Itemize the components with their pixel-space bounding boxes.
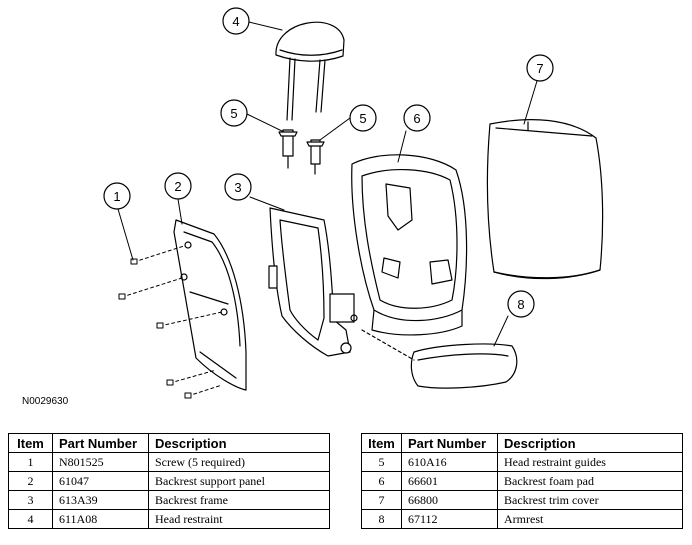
callout-label-3: 3 <box>234 180 241 195</box>
callout-label-6: 6 <box>413 111 420 126</box>
cell-description: Backrest trim cover <box>497 490 683 510</box>
table-row: 3 613A39 Backrest frame <box>8 490 330 510</box>
cell-part-number: 61047 <box>52 471 149 491</box>
header-item: Item <box>361 433 402 453</box>
table-row: 6 66601 Backrest foam pad <box>361 471 683 491</box>
cell-item: 7 <box>361 490 402 510</box>
callout-circles <box>103 7 554 318</box>
head-restraint-guides-part <box>278 129 325 175</box>
backrest-support-panel-part <box>173 219 247 391</box>
table-row: 8 67112 Armrest <box>361 509 683 529</box>
exploded-view-diagram: 4 5 5 6 7 1 2 3 8 <box>103 7 604 399</box>
head-restraint-part <box>275 21 345 121</box>
callout-label-4: 4 <box>232 14 239 29</box>
callout-circle-5b <box>349 104 377 132</box>
callout-circle-3 <box>224 173 252 201</box>
callout-circle-6 <box>403 104 431 132</box>
callout-label-7: 7 <box>536 61 543 76</box>
callout-label-8: 8 <box>517 297 524 312</box>
cell-item: 6 <box>361 471 402 491</box>
cell-part-number: 610A16 <box>401 452 498 472</box>
backrest-frame-part <box>268 207 358 357</box>
callout-circle-5a <box>220 99 248 127</box>
header-part-number: Part Number <box>52 433 149 453</box>
table-row: 2 61047 Backrest support panel <box>8 471 330 491</box>
header-part-number: Part Number <box>401 433 498 453</box>
callout-circle-7 <box>526 54 554 82</box>
callout-circle-1 <box>103 182 131 210</box>
header-description: Description <box>497 433 683 453</box>
cell-part-number: 611A08 <box>52 509 149 529</box>
table-row: 5 610A16 Head restraint guides <box>361 452 683 472</box>
cell-part-number: 66800 <box>401 490 498 510</box>
backrest-trim-cover-part <box>486 119 604 280</box>
figure-id: N0029630 <box>22 396 69 407</box>
screws-part <box>118 245 223 399</box>
cell-description: Head restraint <box>148 509 330 529</box>
header-item: Item <box>8 433 53 453</box>
cell-description: Backrest frame <box>148 490 330 510</box>
table-row: 7 66800 Backrest trim cover <box>361 490 683 510</box>
cell-description: Head restraint guides <box>497 452 683 472</box>
cell-description: Armrest <box>497 509 683 529</box>
cell-item: 8 <box>361 509 402 529</box>
callout-label-5b: 5 <box>359 111 366 126</box>
callout-circle-4 <box>222 7 250 35</box>
cell-item: 1 <box>8 452 53 472</box>
callout-label-1: 1 <box>113 189 120 204</box>
table-row: 1 N801525 Screw (5 required) <box>8 452 330 472</box>
leader-lines <box>117 21 538 347</box>
cell-description: Screw (5 required) <box>148 452 330 472</box>
callout-label-5a: 5 <box>230 106 237 121</box>
table-header-row: Item Part Number Description <box>8 433 330 453</box>
armrest-part <box>361 329 518 389</box>
cell-part-number: N801525 <box>52 452 149 472</box>
table-row: 4 611A08 Head restraint <box>8 509 330 529</box>
cell-description: Backrest support panel <box>148 471 330 491</box>
cell-item: 5 <box>361 452 402 472</box>
parts-table-left: Item Part Number Description 1 N801525 S… <box>8 433 330 529</box>
cell-item: 4 <box>8 509 53 529</box>
parts-table-right: Item Part Number Description 5 610A16 He… <box>361 433 683 529</box>
callout-label-2: 2 <box>174 179 181 194</box>
table-header-row: Item Part Number Description <box>361 433 683 453</box>
callout-circle-2 <box>164 172 192 200</box>
callout-circle-8 <box>507 290 535 318</box>
cell-part-number: 66601 <box>401 471 498 491</box>
backrest-foam-pad-part <box>351 154 468 336</box>
cell-description: Backrest foam pad <box>497 471 683 491</box>
cell-item: 2 <box>8 471 53 491</box>
cell-item: 3 <box>8 490 53 510</box>
cell-part-number: 67112 <box>401 509 498 529</box>
cell-part-number: 613A39 <box>52 490 149 510</box>
header-description: Description <box>148 433 330 453</box>
